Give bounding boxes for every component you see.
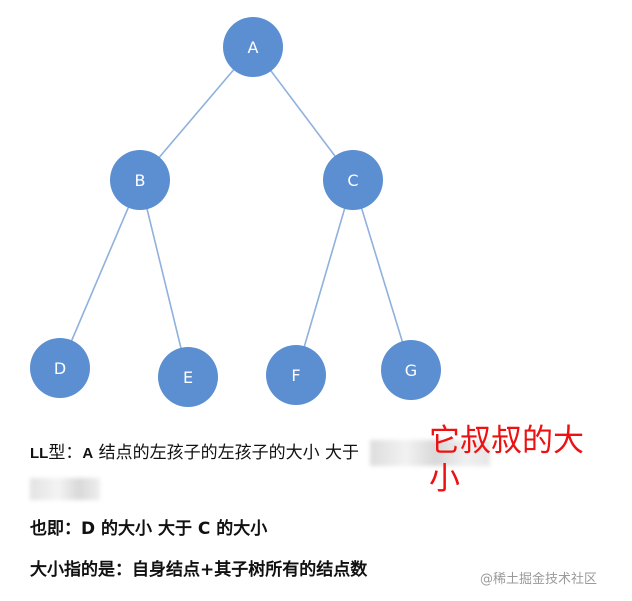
node-a-ref: A [82, 445, 94, 462]
node-circle-g [381, 340, 441, 400]
tree-edges [59, 46, 412, 378]
node-b: B [110, 150, 170, 210]
node-c: C [323, 150, 383, 210]
type-label: 型： [48, 443, 83, 463]
node-circle-e [158, 347, 218, 407]
comparison-line: 也即：D 的大小 大于 C 的大小 [30, 519, 268, 539]
edge-b-d [59, 179, 141, 369]
node-label-f: F [291, 366, 300, 385]
node-f: F [266, 345, 326, 405]
edge-c-g [352, 179, 412, 371]
node-circle-c [323, 150, 383, 210]
size-definition-line: 大小指的是：自身结点+其子树所有的结点数 [30, 560, 368, 580]
watermark: @稀土掘金技术社区 [480, 572, 598, 587]
blurred-text-region [370, 440, 491, 466]
node-label-c: C [347, 171, 358, 190]
node-circle-a [223, 17, 283, 77]
edge-c-f [295, 179, 354, 376]
node-label-e: E [183, 368, 193, 387]
node-label-d: D [54, 359, 66, 378]
ll-label: LL [30, 445, 49, 462]
handwritten-annotation: 它叔叔的大小 [429, 423, 584, 497]
node-e: E [158, 347, 218, 407]
line1-text: 结点的左孩子的左孩子的大小 大于 [98, 443, 359, 463]
tree-nodes: A B C D E F G [30, 17, 441, 407]
node-circle-b [110, 150, 170, 210]
ll-type-description: LL型：A 结点的左孩子的左孩子的大小 大于 [30, 438, 491, 466]
node-d: D [30, 338, 90, 398]
blurred-text-region-2 [30, 478, 100, 500]
node-circle-d [30, 338, 90, 398]
node-g: G [381, 340, 441, 400]
node-label-b: B [135, 171, 146, 190]
node-a: A [223, 17, 283, 77]
binary-tree-diagram: A B C D E F G [30, 17, 441, 407]
node-label-g: G [405, 361, 417, 380]
node-circle-f [266, 345, 326, 405]
node-label-a: A [248, 38, 259, 57]
edge-b-e [139, 179, 189, 378]
